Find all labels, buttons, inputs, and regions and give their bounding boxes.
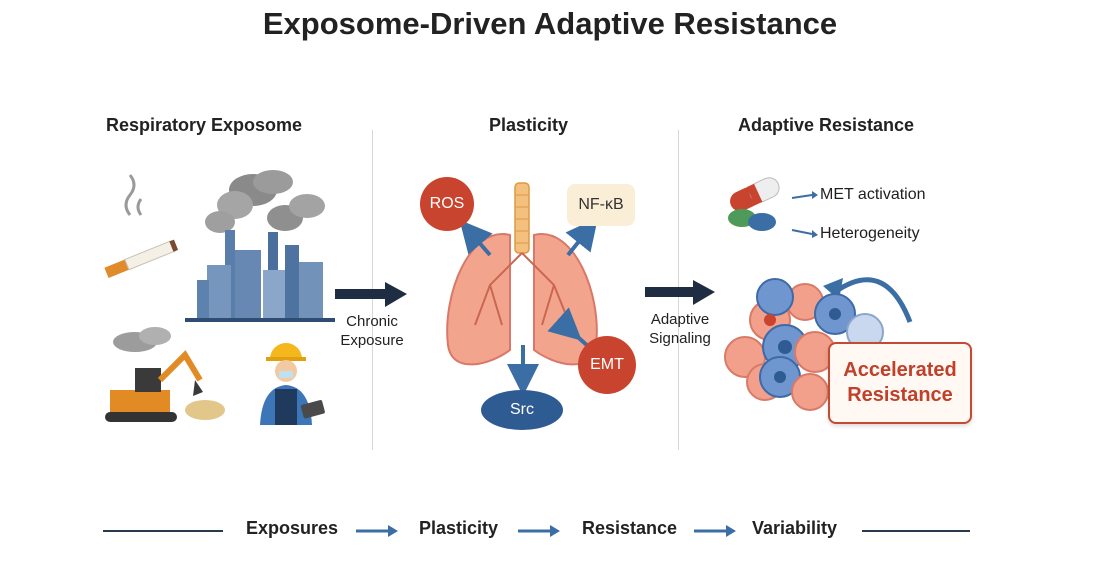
worker-icon [260,343,325,425]
chronic-exposure-arrow [335,282,407,307]
column-heading-plasticity: Plasticity [489,115,569,135]
smoke-icon [124,174,136,216]
adaptive-signaling-arrow [645,280,715,305]
page-title: Exposome-Driven Adaptive Resistance [262,6,838,41]
ros-node: ROS [420,177,474,231]
arrow-label-line: Chronic [346,313,398,330]
flow-arrow-icon [694,525,736,537]
column-heading-resistance: Adaptive Resistance [738,115,915,135]
arrow-label-line: Adaptive [650,311,710,328]
exposome-illustrations [104,170,335,425]
emt-node: EMT [578,336,636,394]
flow-step-resistance: Resistance [582,518,678,538]
heterogeneity-label: Heterogeneity [820,225,920,242]
chronic-exposure-label: Chronic Exposure [327,312,417,350]
resistance-box-line: Resistance [847,384,953,406]
flow-line-right [862,530,970,532]
column-heading-exposome: Respiratory Exposome [106,115,303,135]
bottom-flow: Exposures Plasticity Resistance Variabil… [0,505,1100,549]
nfkb-node: NF-κB [567,184,635,226]
arrow-label-line: Signaling [649,330,711,347]
excavator-icon [105,327,225,422]
factory-icon [185,170,335,322]
flow-step-exposures: Exposures [246,518,339,538]
met-activation-label: MET activation [820,186,926,203]
pill-arrows [791,191,818,238]
flow-step-plasticity: Plasticity [419,518,499,538]
flow-arrow-icon [518,525,560,537]
resistance-box-line: Accelerated [843,359,957,381]
adaptive-signaling-label: Adaptive Signaling [635,310,725,348]
accelerated-resistance-box: Accelerated Resistance [828,342,972,424]
src-node: Src [481,390,563,430]
flow-step-variability: Variability [752,518,838,538]
flow-line-left [103,530,223,532]
pills-icon [728,177,780,231]
arrow-label-line: Exposure [340,332,404,349]
flow-arrow-icon [356,525,398,537]
cigarette-icon [104,239,179,278]
